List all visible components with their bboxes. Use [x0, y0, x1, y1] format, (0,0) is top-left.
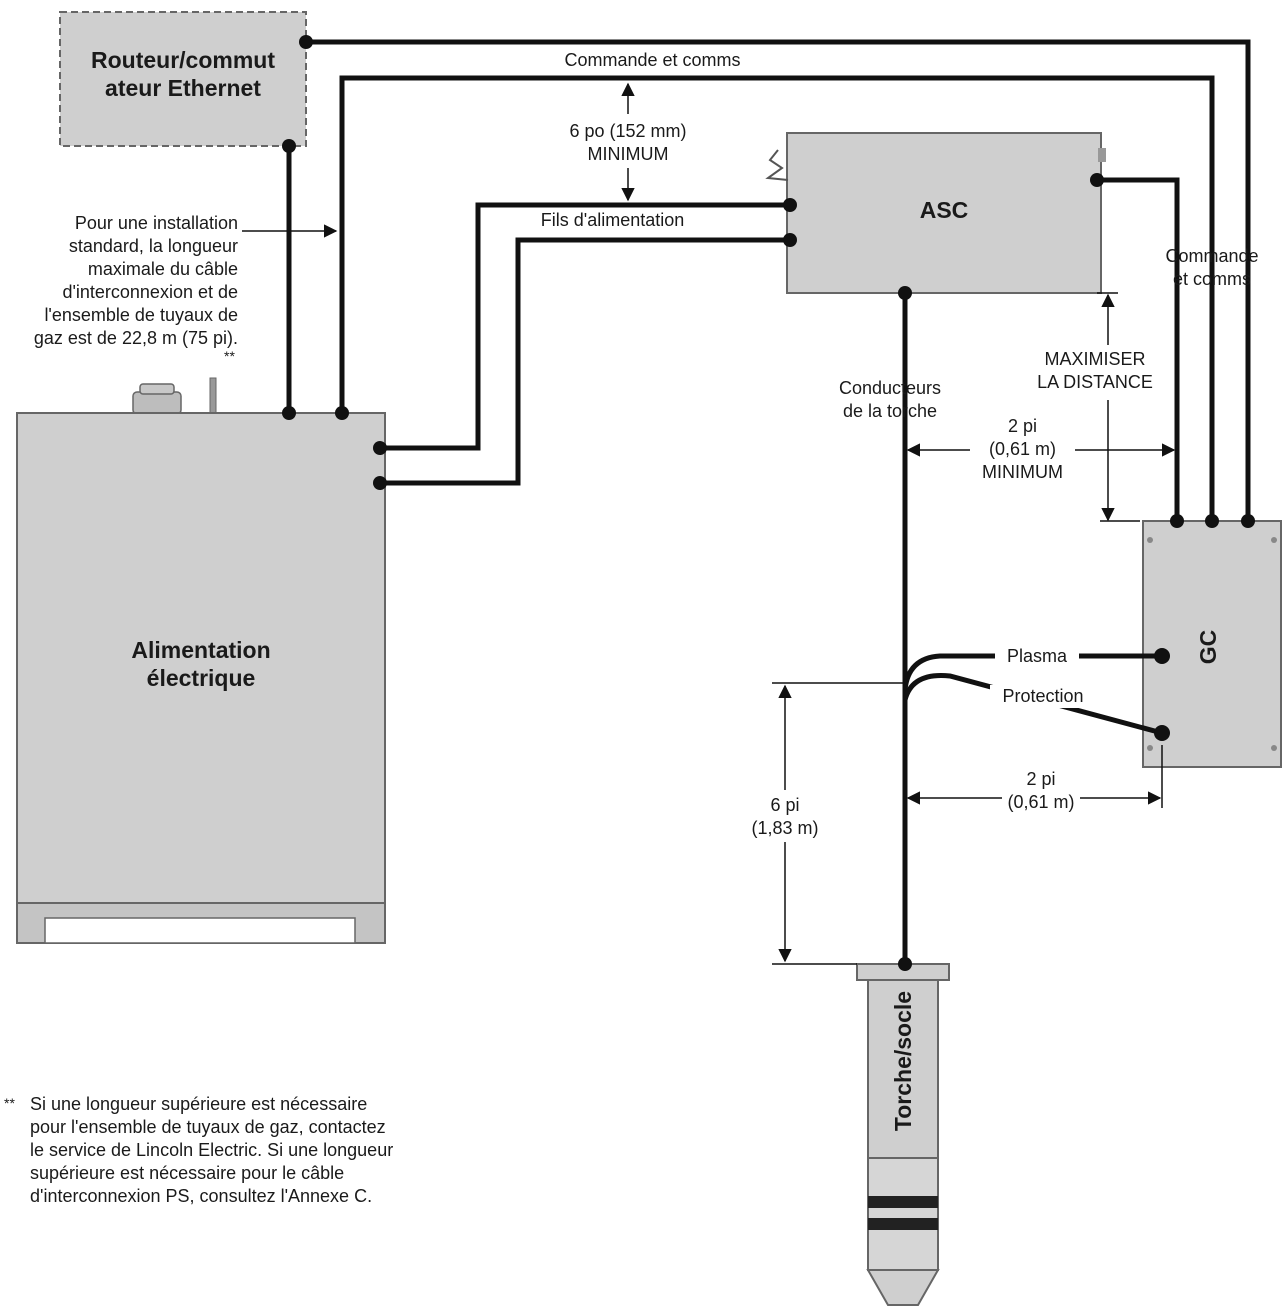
- asc-title: ASC: [919, 197, 969, 223]
- command-comms-right-label: Commande et comms: [1165, 246, 1259, 289]
- plasma-hose: [902, 653, 1162, 691]
- torch-leads-label: Conducteurs de la torche: [838, 378, 942, 421]
- cables: [286, 39, 1251, 964]
- dimension-lines: [242, 82, 1176, 965]
- maximize-distance-label: MAXIMISER LA DISTANCE: [1037, 349, 1153, 392]
- footnote-mark: **: [4, 1095, 15, 1111]
- torch-title: Torche/socle: [890, 990, 916, 1132]
- router-title: Routeur/commut ateur Ethernet: [91, 47, 275, 101]
- install-note: Pour une installation standard, la longu…: [33, 213, 238, 348]
- router-box: [59, 11, 307, 147]
- power-leads-label: Fils d'alimentation: [540, 210, 685, 230]
- power-lead-2: [380, 237, 790, 486]
- command-cable-psu-gc: [339, 75, 1215, 521]
- footnote-text: Si une longueur supérieure est nécessair…: [30, 1094, 394, 1206]
- power-lead-1: [380, 202, 790, 451]
- six-inch-minimum-label: 6 po (152 mm) MINIMUM: [569, 121, 687, 164]
- two-ft-minimum-label: 2 pi (0,61 m) MINIMUM: [982, 416, 1063, 482]
- shield-hose: [902, 673, 1163, 736]
- command-cable-router-gc: [306, 39, 1251, 521]
- gc-unit: [1142, 520, 1282, 768]
- power-supply-title: Alimentation électrique: [131, 637, 271, 691]
- asc-gc-cable: [1097, 177, 1180, 521]
- asc-unit: [765, 132, 1106, 294]
- power-supply-unit: [16, 377, 386, 944]
- command-comms-top-label: Commande et comms: [564, 50, 741, 70]
- plasma-label: Plasma: [995, 645, 1079, 668]
- connector-dots: [282, 35, 1255, 971]
- torch-unit: [856, 963, 950, 1306]
- install-note-mark: **: [224, 348, 235, 364]
- two-ft-label: 2 pi (0,61 m): [1007, 769, 1075, 812]
- six-ft-label: 6 pi (1,83 m): [751, 795, 819, 838]
- gc-title: GC: [1195, 629, 1221, 665]
- shield-label: Protection: [990, 685, 1096, 708]
